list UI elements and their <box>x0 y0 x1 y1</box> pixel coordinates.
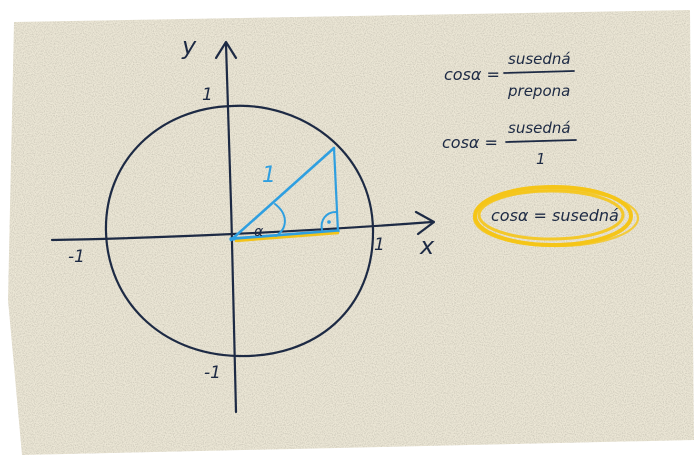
formula-substituted: cosα = susedná 1 <box>442 119 577 168</box>
angle-arc <box>274 203 286 237</box>
triangle-adjacent-side <box>229 229 340 241</box>
triangle-opposite-side <box>332 146 340 234</box>
adjacent-side-highlight <box>234 231 340 243</box>
result-highlight-ellipse-outer <box>472 188 640 248</box>
x-axis-label: x <box>419 232 435 260</box>
triangle-hypotenuse <box>229 146 336 242</box>
formula-result: cosα = susedná <box>472 185 640 248</box>
formula-1-numerator: susedná <box>508 50 571 68</box>
y-axis-label: y <box>181 32 197 60</box>
y-axis <box>224 42 238 414</box>
right-angle-dot <box>327 220 331 224</box>
paper-texture <box>8 10 694 455</box>
angle-alpha-label: α <box>254 224 264 240</box>
x-axis-arrowhead <box>414 210 436 236</box>
formula-2-denominator: 1 <box>536 150 546 168</box>
formula-2-fraction-bar <box>505 139 577 143</box>
formula-1-denominator: prepona <box>507 82 570 100</box>
formula-1-fraction-bar <box>503 70 575 74</box>
x-tick-negative: -1 <box>68 247 85 267</box>
x-tick-positive: 1 <box>374 235 385 255</box>
formula-1-lhs: cosα = <box>444 65 500 84</box>
y-tick-negative: -1 <box>204 363 221 383</box>
y-tick-positive: 1 <box>202 85 213 105</box>
unit-circle <box>104 104 375 358</box>
hypotenuse-length-label: 1 <box>262 163 276 188</box>
formula-2-numerator: susedná <box>508 119 571 137</box>
formula-definition: cosα = susedná prepona <box>444 50 575 100</box>
x-axis <box>50 220 434 242</box>
right-angle-marker <box>320 211 337 231</box>
formula-2-lhs: cosα = <box>442 133 498 152</box>
result-formula-text: cosα = susedná <box>491 206 619 225</box>
y-axis-arrowhead <box>214 40 238 60</box>
